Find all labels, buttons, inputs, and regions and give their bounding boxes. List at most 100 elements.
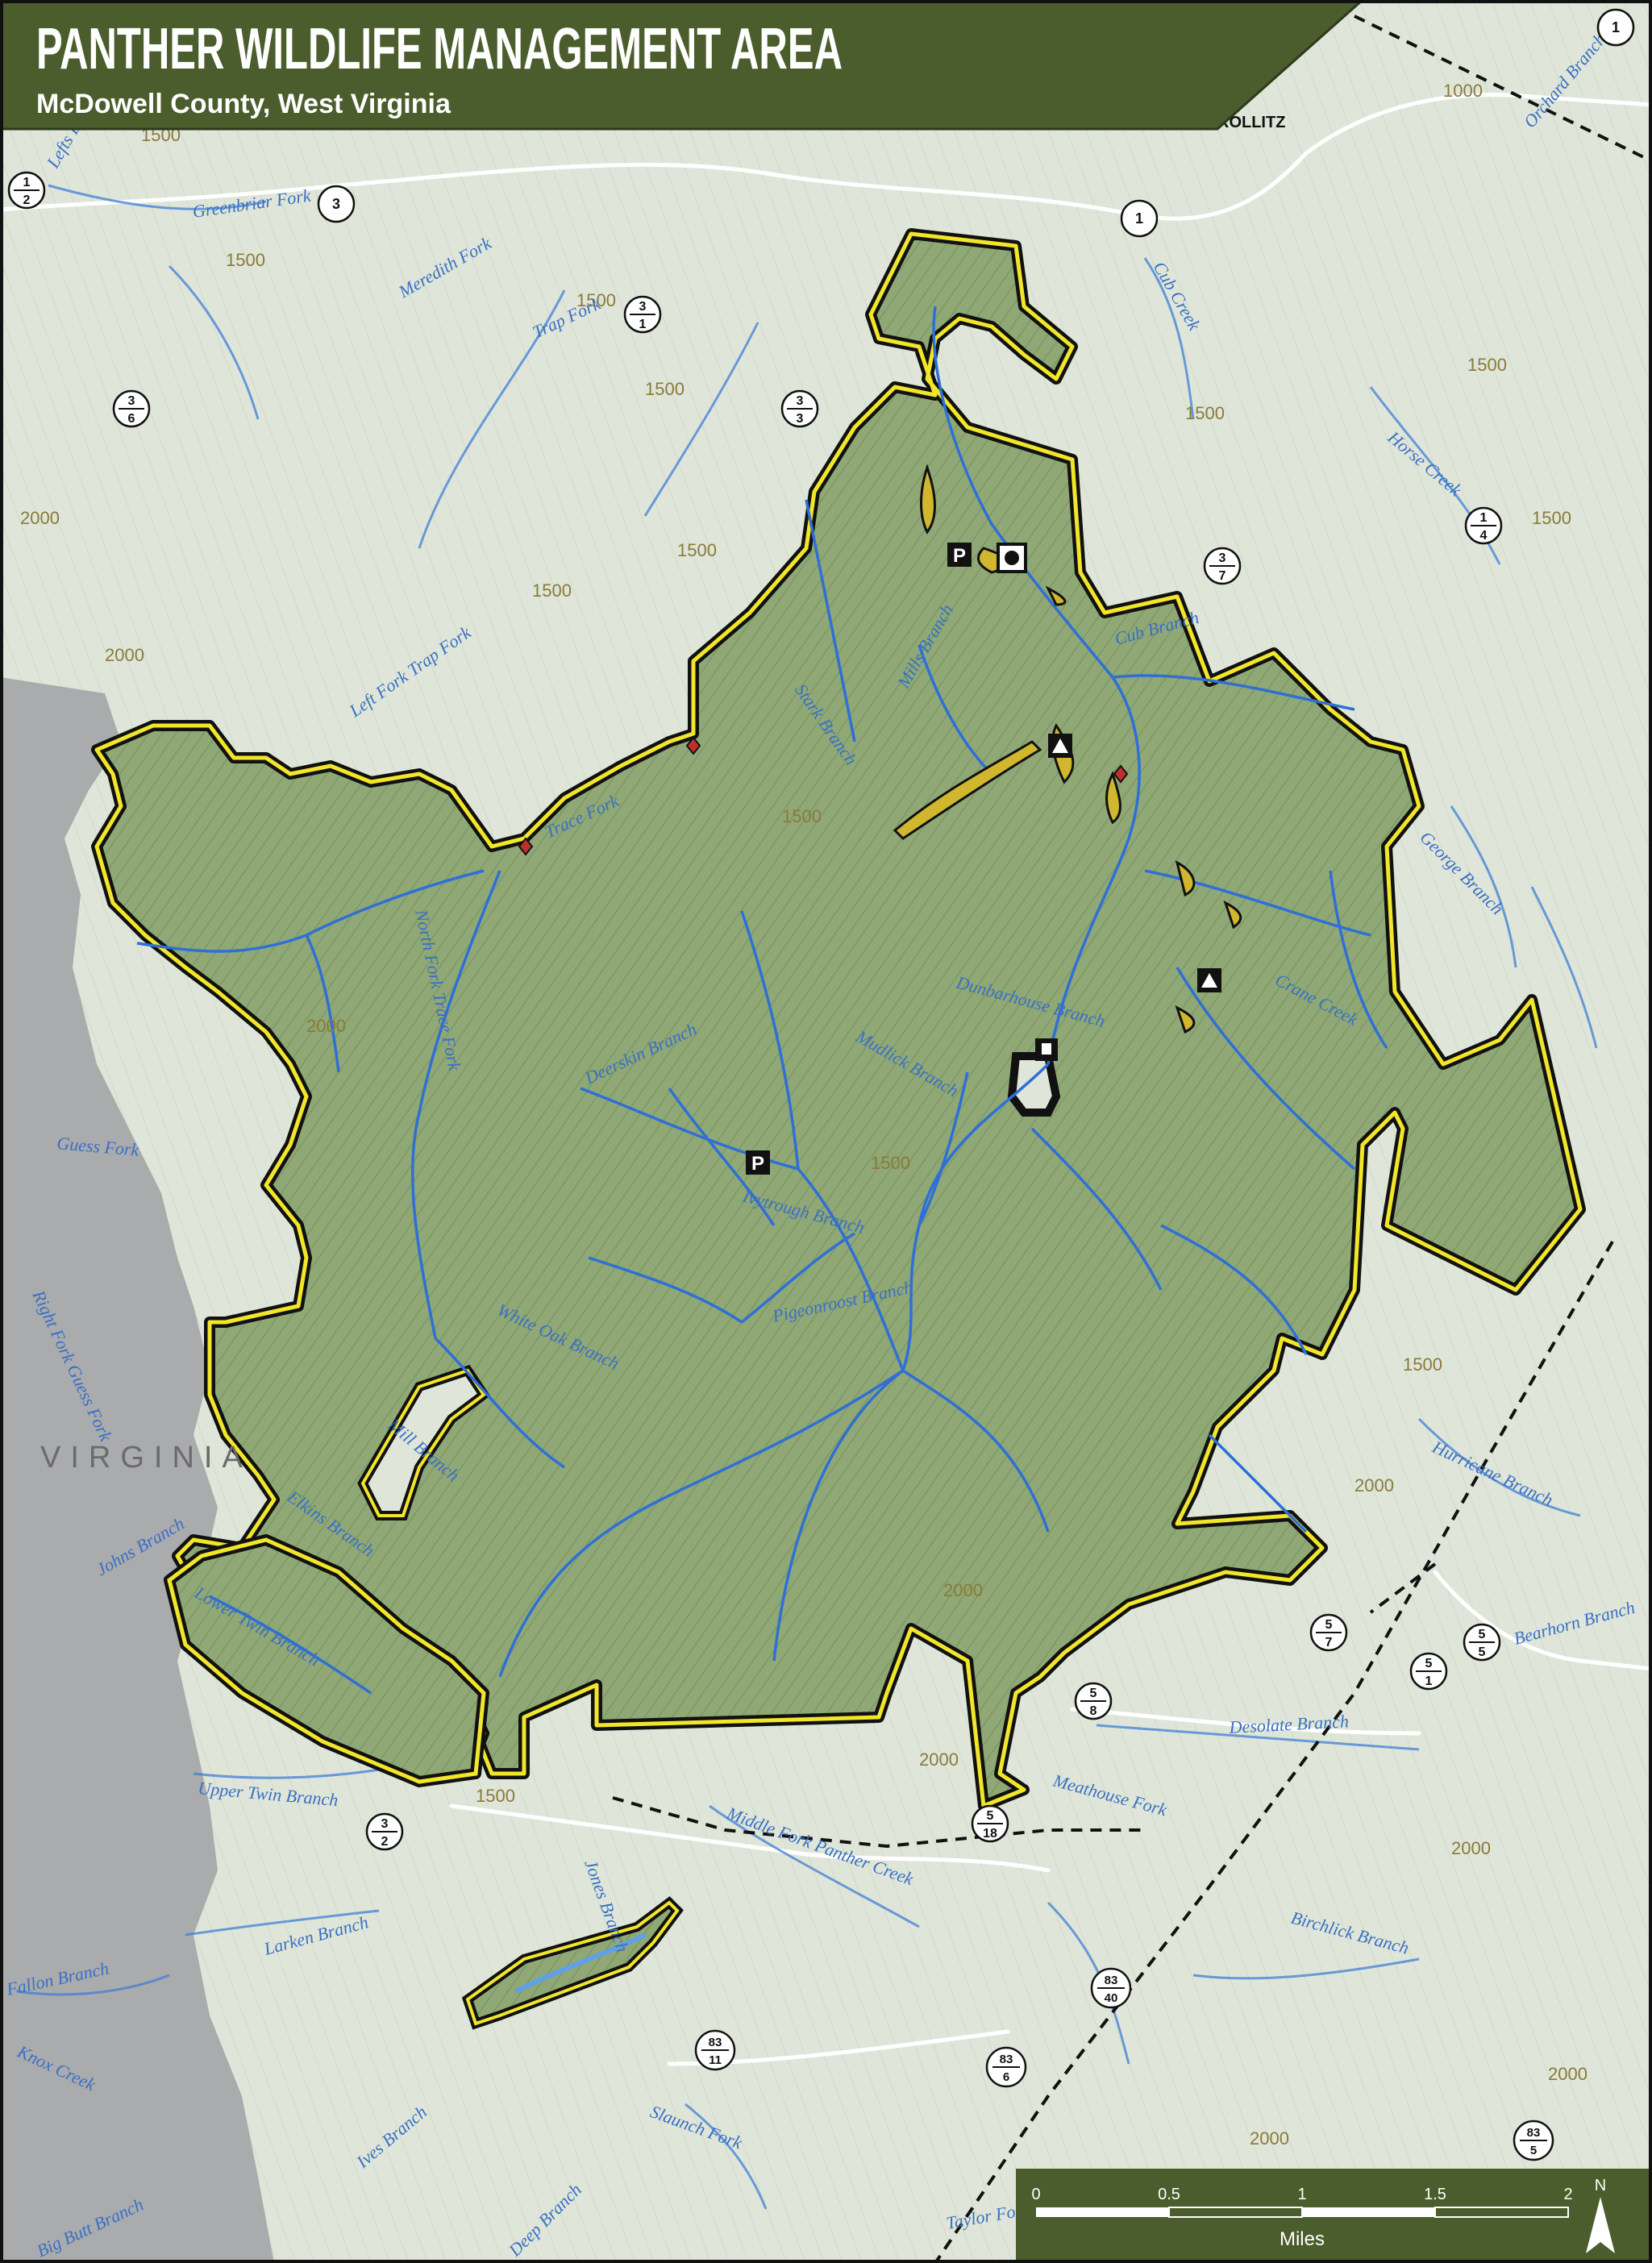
scale-tick-label: 0.5 xyxy=(1158,2186,1180,2203)
scale-unit-label: Miles xyxy=(1280,2228,1325,2250)
svg-text:2000: 2000 xyxy=(1250,2128,1289,2149)
interior-streams xyxy=(136,306,1388,1695)
svg-text:1: 1 xyxy=(1612,19,1620,35)
svg-text:83: 83 xyxy=(1000,2053,1013,2066)
svg-text:3: 3 xyxy=(381,1817,389,1831)
scale-bar: 0 0.5 1 1.5 2 Miles N xyxy=(1016,2169,1652,2263)
route-shield: 55 xyxy=(1463,1623,1501,1662)
svg-text:5: 5 xyxy=(1530,2144,1537,2157)
svg-text:1500: 1500 xyxy=(677,540,717,560)
svg-text:N: N xyxy=(1595,2177,1606,2194)
svg-text:1: 1 xyxy=(1480,511,1488,525)
impoundments xyxy=(893,464,1242,1034)
svg-text:1: 1 xyxy=(1135,210,1143,227)
svg-text:2: 2 xyxy=(23,193,31,207)
campground-icon xyxy=(1197,968,1221,992)
route-shields: 12 3 1 31 36 33 14 37 1 57 55 51 58 32 5… xyxy=(7,8,1635,2161)
svg-text:2: 2 xyxy=(381,1835,389,1849)
route-shield: 57 xyxy=(1309,1613,1348,1652)
route-shield: 31 xyxy=(623,295,662,334)
svg-text:40: 40 xyxy=(1105,1991,1118,2005)
svg-text:6: 6 xyxy=(1003,2070,1009,2084)
route-shield: 836 xyxy=(985,2046,1027,2088)
access-points xyxy=(518,736,1129,856)
svg-text:18: 18 xyxy=(983,1827,997,1841)
svg-text:1500: 1500 xyxy=(1185,403,1225,423)
svg-text:2000: 2000 xyxy=(1451,1838,1491,1858)
svg-text:11: 11 xyxy=(709,2053,722,2067)
state-label: VIRGINIA xyxy=(40,1441,252,1475)
pond xyxy=(514,1932,647,1994)
page-title: PANTHER WILDLIFE MANAGEMENT AREA xyxy=(36,17,843,81)
svg-text:5: 5 xyxy=(1090,1687,1097,1700)
svg-text:1: 1 xyxy=(1425,1674,1433,1688)
svg-text:3: 3 xyxy=(1219,551,1226,565)
svg-text:2000: 2000 xyxy=(943,1580,983,1600)
background-streams xyxy=(15,184,1598,2210)
wma-lower-left-lobe-inner xyxy=(167,1537,486,1784)
scale-tick-label: 0 xyxy=(1031,2186,1040,2203)
route-shield: 37 xyxy=(1203,547,1242,585)
route-shield: 12 xyxy=(7,171,46,210)
north-arrow-icon: N xyxy=(1586,2177,1615,2253)
svg-text:1500: 1500 xyxy=(1403,1354,1442,1375)
place-label: ROLLITZ xyxy=(1217,114,1285,131)
inholding-center xyxy=(1007,1052,1061,1117)
svg-text:6: 6 xyxy=(128,412,135,426)
route-shield: 14 xyxy=(1464,506,1503,545)
route-shield: 3 xyxy=(317,185,356,223)
parking-icon: P xyxy=(746,1150,770,1175)
facility-symbols: P P xyxy=(746,543,1221,1175)
svg-text:3: 3 xyxy=(128,394,135,408)
svg-text:83: 83 xyxy=(709,2036,722,2049)
svg-text:2000: 2000 xyxy=(1548,2064,1588,2084)
svg-text:2000: 2000 xyxy=(1354,1475,1394,1495)
svg-text:83: 83 xyxy=(1105,1974,1118,1987)
svg-text:2000: 2000 xyxy=(20,508,60,528)
svg-text:1500: 1500 xyxy=(226,250,265,270)
inholding-mill-branch-inner xyxy=(360,1368,486,1517)
svg-text:1500: 1500 xyxy=(532,580,572,601)
svg-text:7: 7 xyxy=(1219,569,1226,583)
svg-text:1500: 1500 xyxy=(576,290,616,310)
svg-text:3: 3 xyxy=(332,196,340,212)
svg-text:2000: 2000 xyxy=(306,1016,346,1036)
headquarters-icon xyxy=(1035,1038,1058,1061)
svg-text:1500: 1500 xyxy=(782,806,822,826)
svg-text:1500: 1500 xyxy=(1532,508,1571,528)
svg-text:5: 5 xyxy=(1479,1645,1486,1659)
svg-text:7: 7 xyxy=(1325,1636,1333,1649)
svg-text:5: 5 xyxy=(1479,1628,1486,1641)
contour-labels: 1500 1500 1500 1500 1500 1500 2000 2000 … xyxy=(20,81,1588,2149)
scale-tick-label: 2 xyxy=(1563,2186,1572,2203)
campground-icon xyxy=(1048,734,1072,758)
route-shield: 518 xyxy=(971,1804,1009,1843)
wma-southern-parcel-inner xyxy=(465,1900,680,2026)
svg-text:3: 3 xyxy=(797,412,804,426)
svg-text:1: 1 xyxy=(23,176,31,189)
svg-text:1500: 1500 xyxy=(1467,355,1507,375)
svg-text:5: 5 xyxy=(1325,1618,1333,1632)
svg-text:1000: 1000 xyxy=(1443,81,1483,101)
scale-tick-label: 1 xyxy=(1297,2186,1306,2203)
route-shield: 32 xyxy=(365,1812,404,1851)
virginia-area xyxy=(0,677,274,2263)
svg-text:1500: 1500 xyxy=(871,1153,910,1173)
svg-text:1: 1 xyxy=(639,318,647,331)
svg-text:83: 83 xyxy=(1527,2126,1541,2140)
svg-text:1500: 1500 xyxy=(645,379,685,399)
svg-text:P: P xyxy=(953,545,966,567)
svg-text:3: 3 xyxy=(639,300,647,314)
svg-text:5: 5 xyxy=(1425,1657,1433,1670)
svg-text:2000: 2000 xyxy=(919,1749,959,1770)
route-shield: 36 xyxy=(112,389,151,428)
title-banner: PANTHER WILDLIFE MANAGEMENT AREA McDowel… xyxy=(0,0,1363,131)
svg-text:4: 4 xyxy=(1480,529,1488,543)
page-subtitle: McDowell County, West Virginia xyxy=(36,89,451,119)
route-shield: 1 xyxy=(1596,8,1635,47)
